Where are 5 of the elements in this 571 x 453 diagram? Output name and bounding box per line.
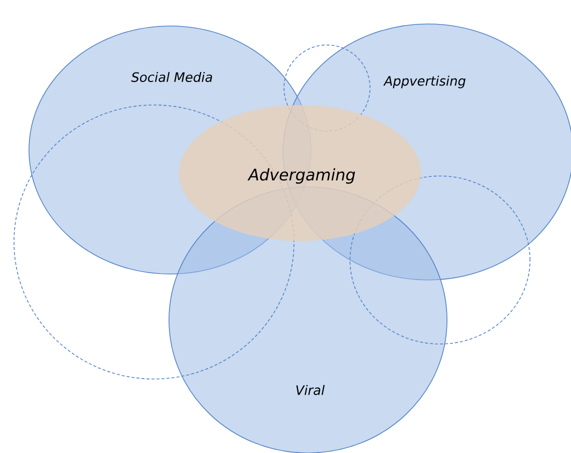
venn-ellipse (179, 105, 421, 241)
circle-label: Viral (296, 384, 325, 396)
circle-label: Appvertising (383, 76, 466, 88)
circle-label: Social Media (131, 72, 212, 82)
circle-label: Advergaming (248, 168, 356, 184)
